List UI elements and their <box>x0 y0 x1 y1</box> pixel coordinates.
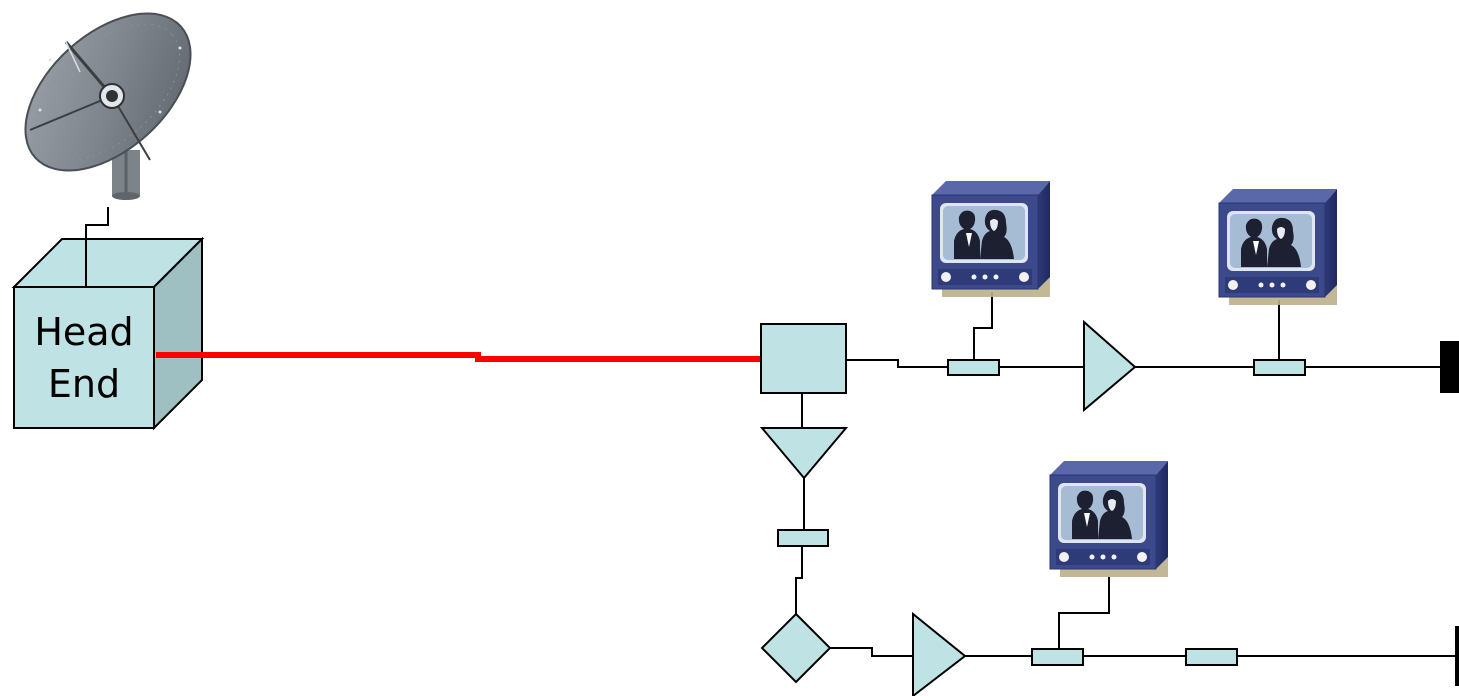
lower-feeder-line-3 <box>795 546 803 614</box>
satellite-dish-icon <box>24 12 192 200</box>
television-icon <box>931 180 1051 298</box>
tap-lower-1 <box>777 529 829 547</box>
amplifier-lower-2 <box>912 611 967 696</box>
tap-upper-1 <box>947 359 1000 376</box>
tap-lower-3 <box>1185 648 1238 666</box>
drop-line-tv-1 <box>973 292 993 360</box>
tap-lower-2 <box>1031 648 1084 666</box>
television-icon <box>1218 188 1338 306</box>
amplifier-upper <box>1083 319 1137 413</box>
fiber-node-box <box>760 323 847 394</box>
upper-feeder-line-1 <box>846 359 948 368</box>
head-end-label-line2: End <box>48 362 120 406</box>
lower-feeder-line-4 <box>830 647 913 657</box>
amplifier-lower-1 <box>759 427 849 480</box>
splitter-diamond <box>760 612 832 684</box>
head-end-label-line1: Head <box>34 310 133 354</box>
television-icon <box>1049 460 1169 578</box>
drop-line-tv-3 <box>1058 577 1110 649</box>
terminator-upper <box>1440 341 1459 393</box>
tap-upper-2 <box>1253 359 1306 376</box>
terminator-lower <box>1455 626 1459 686</box>
fiber-trunk-line <box>156 352 760 362</box>
head-end-box: Head End <box>11 236 205 431</box>
